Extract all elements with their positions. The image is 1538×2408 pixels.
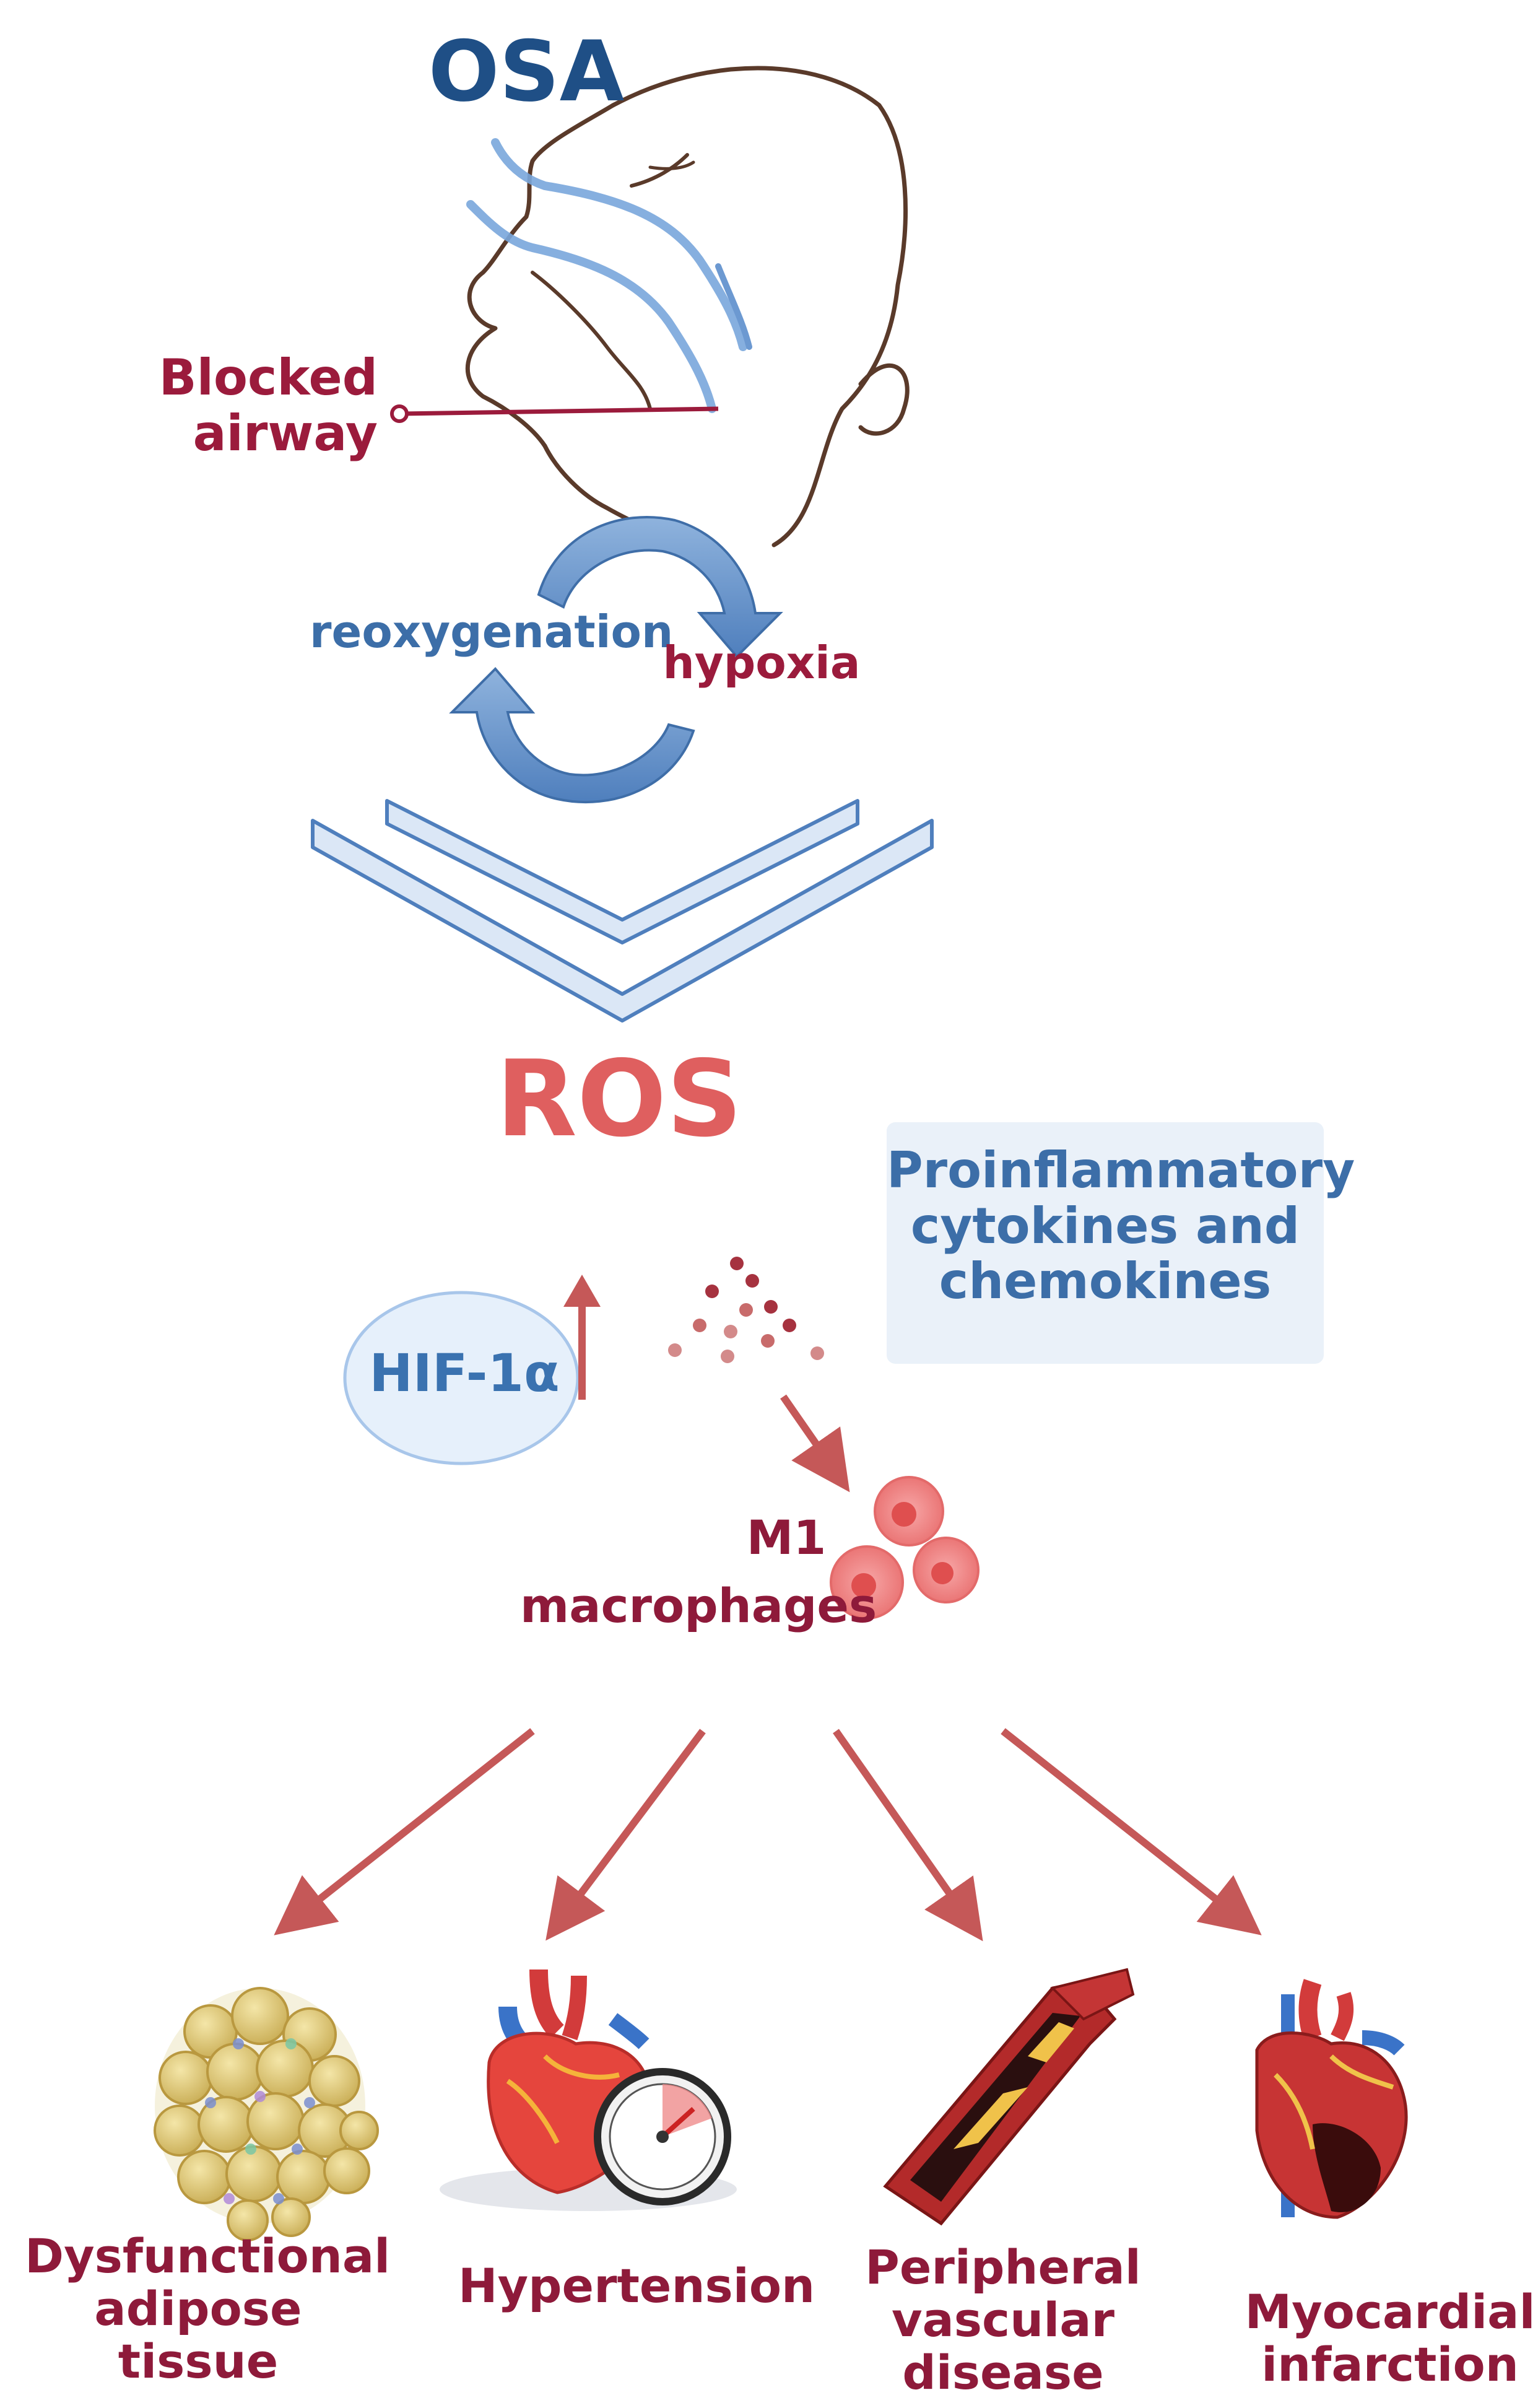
airway-icon	[466, 138, 752, 413]
chevron-down-icon	[311, 799, 934, 1023]
macrophages-label: macrophages	[520, 1578, 877, 1633]
heart-infarct-icon	[1255, 1979, 1408, 2219]
hif-label: HIF-1α	[369, 1343, 560, 1403]
arrow-to-adipose	[274, 1728, 535, 1935]
outcome-mi-label: Myocardial infarction	[1245, 2284, 1536, 2393]
patient-head-icon	[465, 66, 910, 560]
ros-label: ROS	[496, 1038, 742, 1161]
hypoxia-label: hypoxia	[663, 637, 861, 689]
arrow-to-pvd	[833, 1729, 983, 1942]
up-arrow-icon	[563, 1275, 601, 1400]
hif-ellipse	[343, 1291, 580, 1465]
cytokines-label: Proinflammatory cytokines and chemokines	[887, 1141, 1355, 1311]
adipose-tissue-icon	[154, 1987, 379, 2241]
cytokine-dots-icon	[668, 1257, 824, 1363]
blocked-airway-pointer	[390, 404, 719, 423]
hypoxia-reoxygenation-cycle-icon	[449, 516, 783, 804]
macrophage-cells-icon	[830, 1476, 980, 1620]
outcome-arrows	[274, 1728, 1262, 1942]
arrow-to-macrophages	[780, 1394, 850, 1493]
osa-title: OSA	[428, 23, 625, 120]
outcome-adipose-label: Dysfunctional adipose tissue	[25, 2228, 391, 2389]
heart-gauge-icon	[440, 1969, 737, 2211]
outcome-pvd-label: Peripheral vascular disease	[865, 2240, 1141, 2401]
outcome-hypertension-label: Hypertension	[458, 2258, 815, 2313]
blocked-airway-label: Blocked airway	[159, 349, 378, 462]
arrow-to-hypertension	[545, 1729, 706, 1941]
arrow-to-mi	[1001, 1728, 1262, 1935]
reoxygenation-label: reoxygenation	[310, 606, 674, 658]
cytokines-box	[887, 1122, 1324, 1364]
m1-label: M1	[746, 1510, 827, 1565]
blocked-artery-icon	[883, 1968, 1135, 2226]
